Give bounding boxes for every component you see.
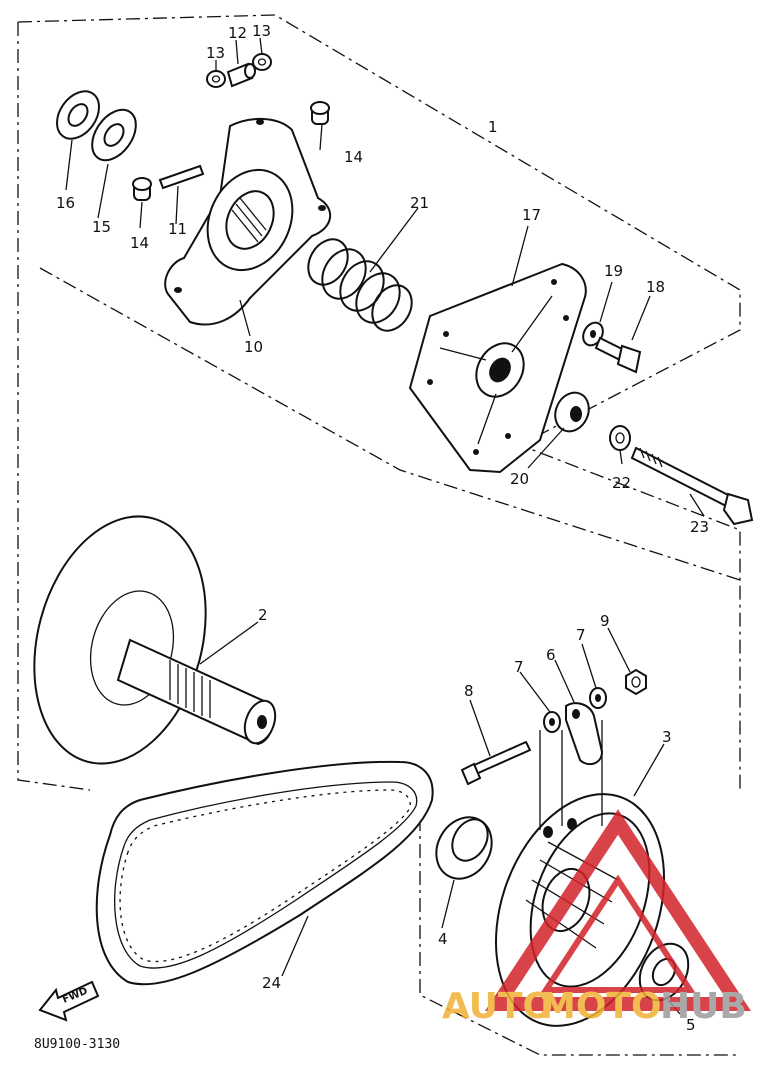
watermark-text-moto: MOTO: [540, 986, 662, 1027]
collar-4: [435, 816, 493, 880]
callout-9: 9: [600, 612, 610, 630]
washer-13-left: [206, 70, 226, 88]
callout-3: 3: [662, 728, 672, 746]
callout-19: 19: [604, 262, 623, 280]
callout-16: 16: [56, 194, 75, 212]
spring-21: [307, 238, 413, 332]
callout-22: 22: [612, 474, 631, 492]
assembly-outline-lower: [39, 267, 741, 1056]
callout-2: 2: [258, 606, 268, 624]
washer-15: [91, 108, 137, 162]
callout-10: 10: [244, 338, 263, 356]
washer-16: [56, 90, 100, 140]
cap-14-left: [132, 177, 152, 201]
belt-24: [95, 760, 434, 986]
callout-4: 4: [438, 930, 448, 948]
fwd-arrow-icon: FWD: [38, 980, 100, 1022]
callout-24: 24: [262, 974, 281, 992]
leader-lines: [65, 37, 705, 1015]
callout-18: 18: [646, 278, 665, 296]
callout-6: 6: [546, 646, 556, 664]
washer-13-right: [252, 53, 272, 71]
callout-17: 17: [522, 206, 541, 224]
watermark-text-hub: HUB: [660, 986, 747, 1027]
callout-labels: 1 2 3 4 5 6 7 7 8 9 10 11 12 13 13 14 14…: [56, 22, 709, 1034]
callout-11: 11: [168, 220, 187, 238]
watermark-text-auto: AUTO: [442, 986, 553, 1027]
washer-7-left: [543, 711, 561, 733]
callout-7b: 7: [576, 626, 586, 644]
callout-21: 21: [410, 194, 429, 212]
nut-9: [625, 668, 647, 696]
callout-1: 1: [488, 118, 498, 136]
washer-20: [554, 391, 590, 433]
callout-13a: 13: [206, 44, 225, 62]
cover-plate-17: [408, 262, 587, 474]
assembly-outline-upper: [17, 14, 741, 791]
washer-22: [609, 425, 631, 451]
callout-20: 20: [510, 470, 529, 488]
diagram-code: 8U9100-3130: [34, 1037, 120, 1052]
callout-5: 5: [686, 1016, 696, 1034]
washer-7-right: [589, 687, 607, 709]
callout-12: 12: [228, 24, 247, 42]
automotohub-watermark: AUTO MOTO HUB: [442, 809, 751, 1027]
weight-6: [565, 702, 604, 766]
callout-8: 8: [464, 682, 474, 700]
callout-15: 15: [92, 218, 111, 236]
bolt-8: [460, 740, 532, 786]
watermark-triangle-icon: [485, 809, 751, 1011]
sheave-2: [33, 515, 277, 765]
callout-14b: 14: [344, 148, 363, 166]
callout-14a: 14: [130, 234, 149, 252]
bolt-23: [630, 446, 754, 526]
callout-23: 23: [690, 518, 709, 536]
callout-13b: 13: [252, 22, 271, 40]
pin-11: [158, 164, 205, 190]
spider-plate-10: [164, 117, 332, 326]
callout-7a: 7: [514, 658, 524, 676]
movable-sheave-3: [494, 720, 666, 1027]
collar-12: [226, 62, 256, 88]
cap-14-right: [310, 101, 330, 125]
bolt-18: [594, 336, 642, 374]
